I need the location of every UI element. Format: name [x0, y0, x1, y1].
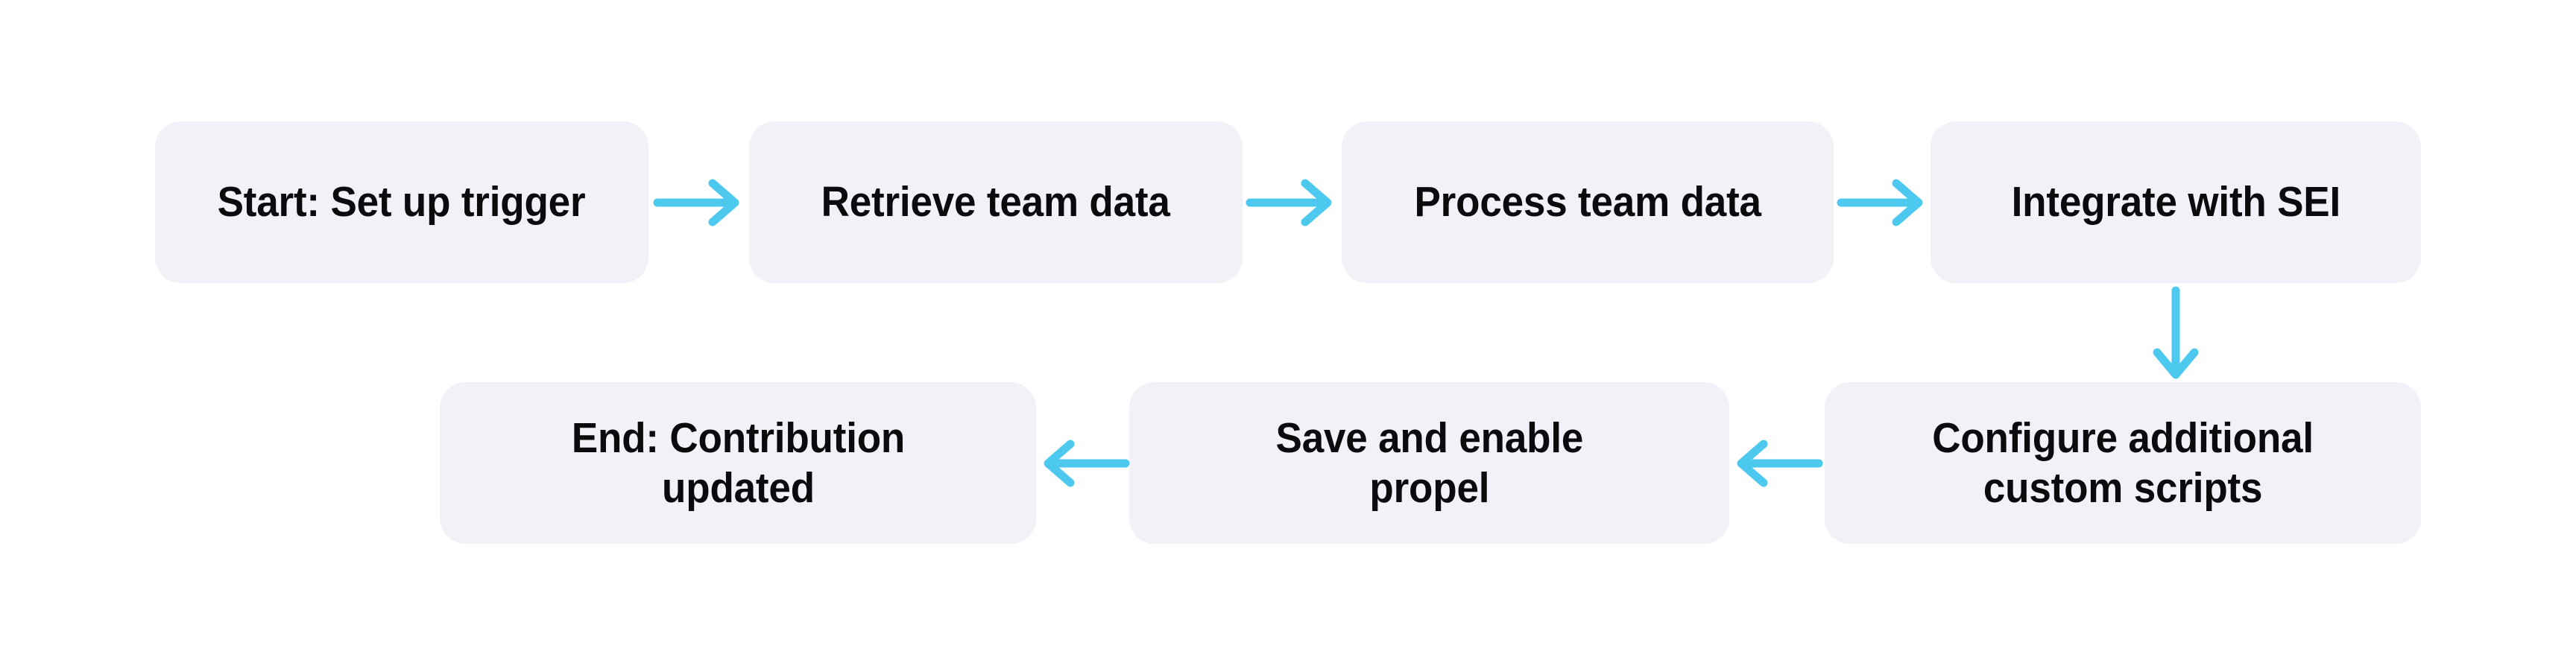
flow-node-retrieve-team-data[interactable]: Retrieve team data [749, 121, 1243, 283]
flow-node-label: Configure additional custom scripts [1932, 413, 2314, 512]
arrow-right-icon [1837, 177, 1926, 229]
arrow-right-icon [653, 177, 742, 229]
flow-node-label: End: Contribution updated [571, 413, 905, 512]
arrow-left-icon [1041, 437, 1130, 489]
flow-node-integrate-with-sei[interactable]: Integrate with SEI [1931, 121, 2421, 283]
arrow-left-icon [1734, 437, 1823, 489]
flow-node-label: Save and enable propel [1275, 413, 1583, 512]
arrow-right-icon [1246, 177, 1335, 229]
flow-node-start-set-up-trigger[interactable]: Start: Set up trigger [155, 121, 648, 283]
flow-node-save-and-enable-propel[interactable]: Save and enable propel [1129, 382, 1729, 544]
flow-node-label: Process team data [1414, 178, 1761, 226]
flow-node-process-team-data[interactable]: Process team data [1342, 121, 1834, 283]
flow-node-label: Retrieve team data [821, 178, 1171, 226]
flow-node-label: Start: Set up trigger [218, 178, 586, 226]
flow-node-end-contribution-updated[interactable]: End: Contribution updated [440, 382, 1036, 544]
flow-node-configure-additional-custom-scripts[interactable]: Configure additional custom scripts [1825, 382, 2421, 544]
arrow-down-icon [2150, 286, 2202, 382]
flow-node-label: Integrate with SEI [2011, 178, 2340, 226]
